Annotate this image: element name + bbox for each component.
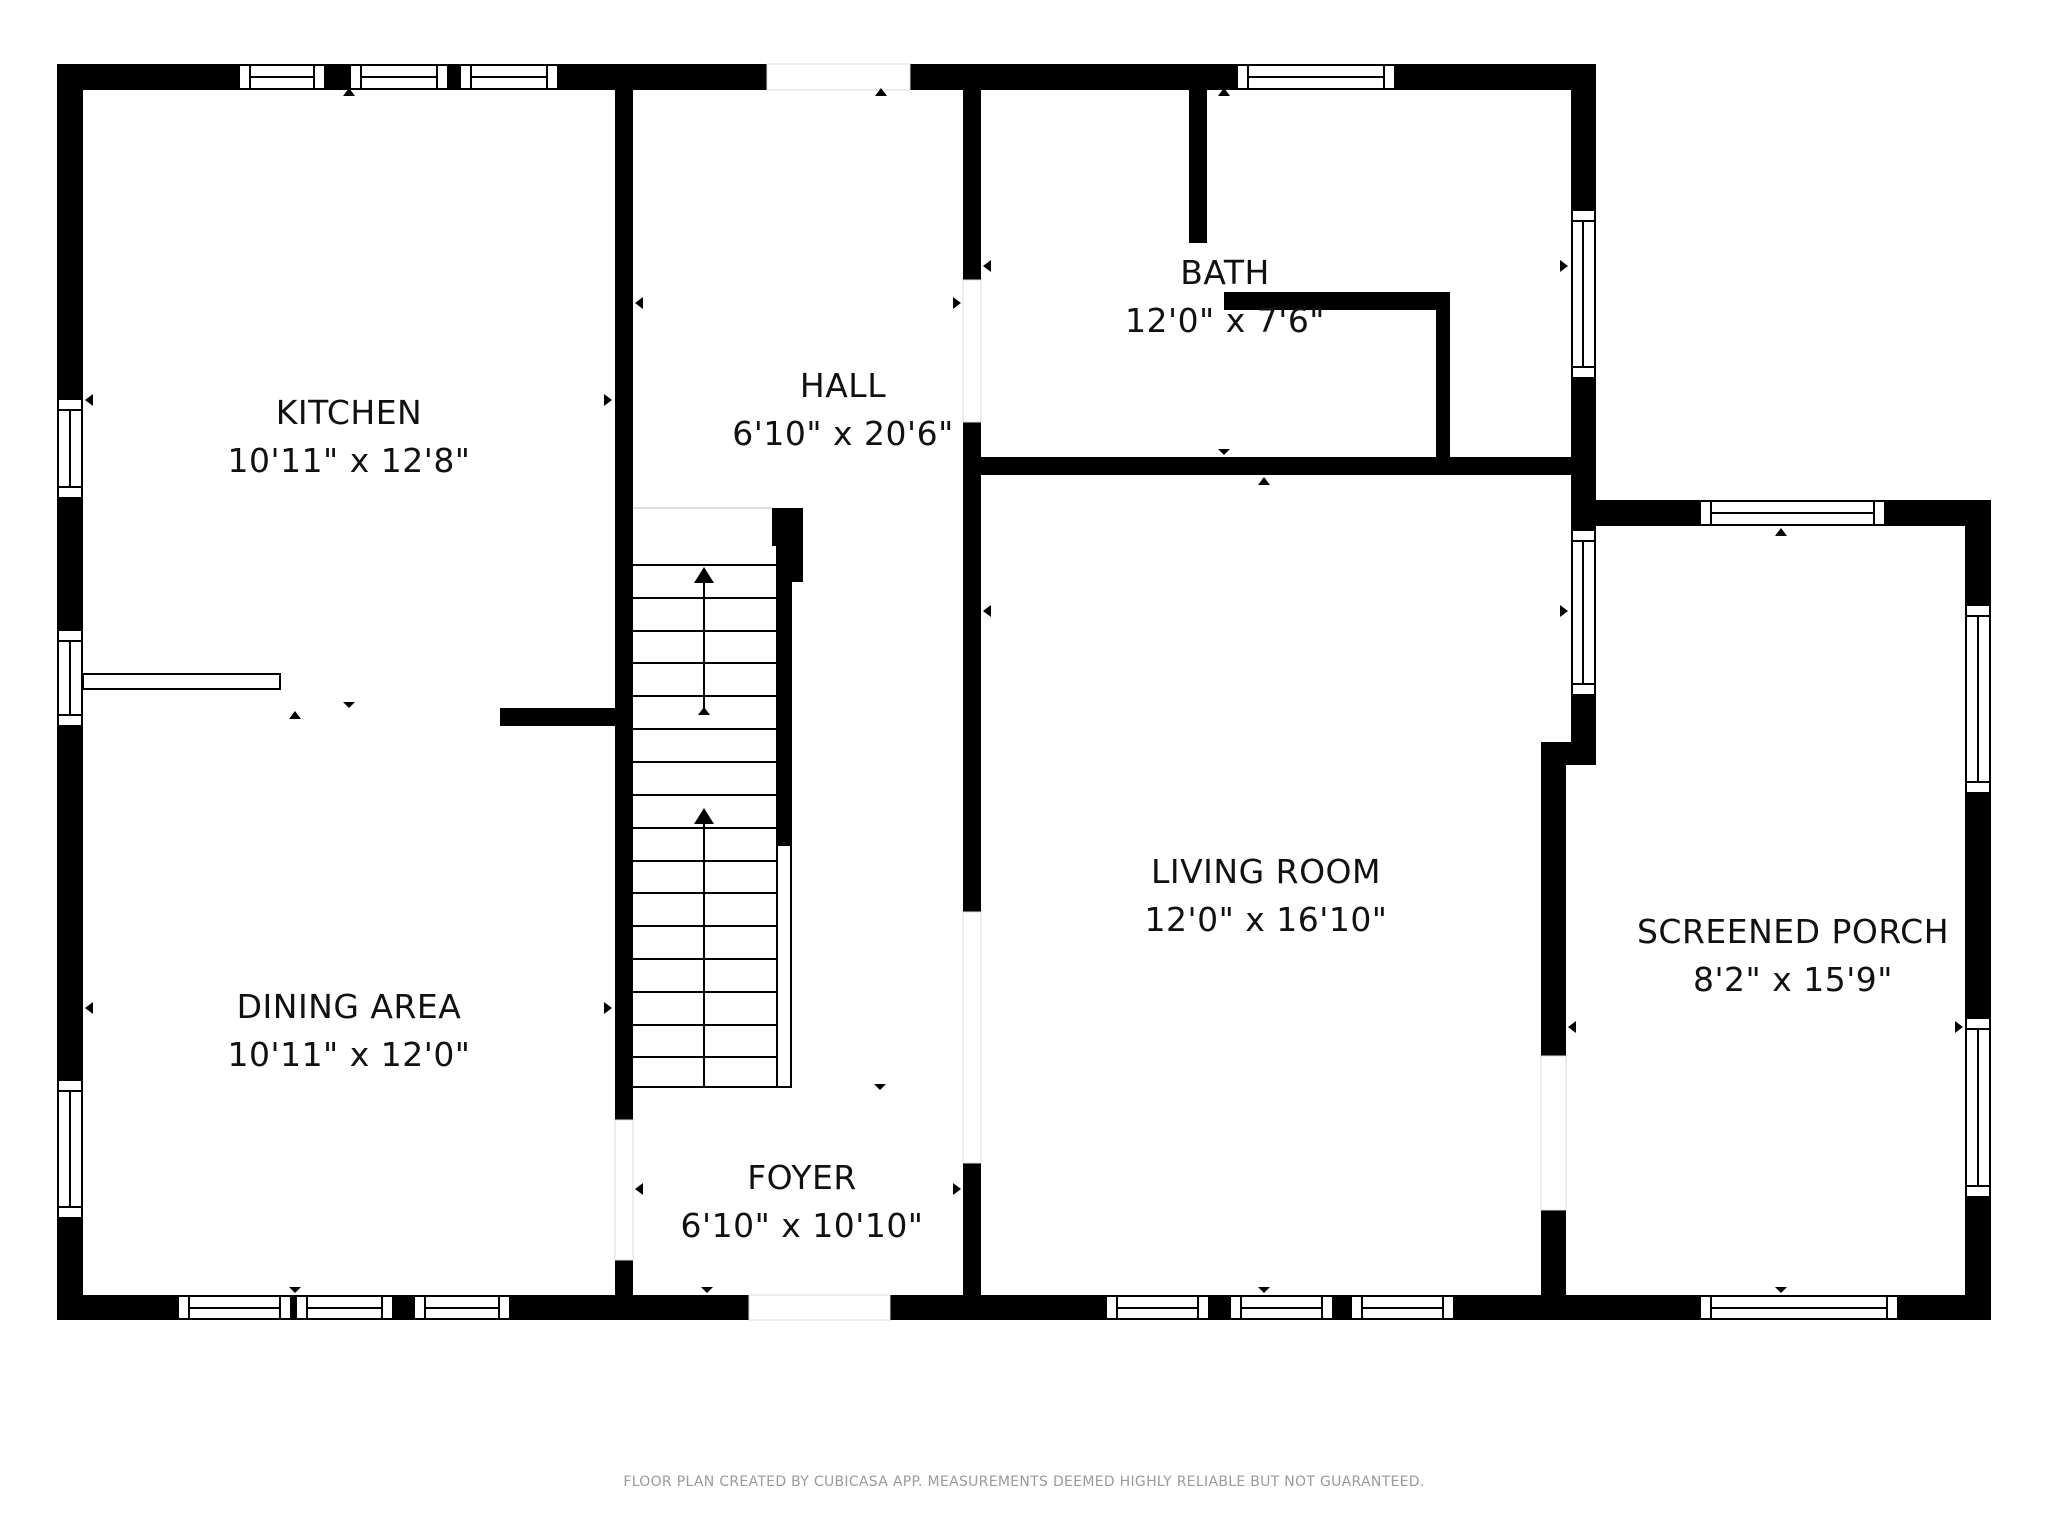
room-label-dining-area: DINING AREA 10'11" x 12'0" [228,983,471,1079]
room-name: KITCHEN [275,393,423,432]
room-dimensions: 10'11" x 12'8" [227,441,471,480]
room-label-screened-porch: SCREENED PORCH 8'2" x 15'9" [1637,908,1949,1004]
room-dimensions: 10'11" x 12'0" [227,1035,471,1074]
room-name: LIVING ROOM [1150,852,1382,891]
room-name: FOYER [747,1158,857,1197]
room-label-kitchen: KITCHEN 10'11" x 12'8" [228,389,471,485]
room-dimensions: 8'2" x 15'9" [1692,960,1893,999]
room-name: DINING AREA [236,987,462,1026]
room-dimensions: 12'0" x 16'10" [1144,900,1388,939]
room-dimensions: 6'10" x 10'10" [680,1206,924,1245]
dimension-markers [85,88,1963,1293]
openings [614,63,1567,1321]
room-label-hall: HALL 6'10" x 20'6" [732,362,953,458]
stair-arrow-up-icon [694,808,714,824]
room-label-bath: BATH 12'0" x 7'6" [1125,249,1325,345]
room-name: SCREENED PORCH [1636,912,1950,951]
room-dimensions: 12'0" x 7'6" [1125,301,1325,340]
room-name: HALL [799,366,887,405]
room-label-foyer: FOYER 6'10" x 10'10" [681,1154,924,1250]
room-name: BATH [1180,253,1270,292]
room-dimensions: 6'10" x 20'6" [732,414,954,453]
walls [57,64,1991,1320]
windows [57,64,1991,1320]
staircase [633,507,792,1088]
room-label-living-room: LIVING ROOM 12'0" x 16'10" [1145,848,1388,944]
stair-arrow-up-icon [694,567,714,583]
disclaimer-footer: FLOOR PLAN CREATED BY CUBICASA APP. MEAS… [623,1474,1425,1490]
